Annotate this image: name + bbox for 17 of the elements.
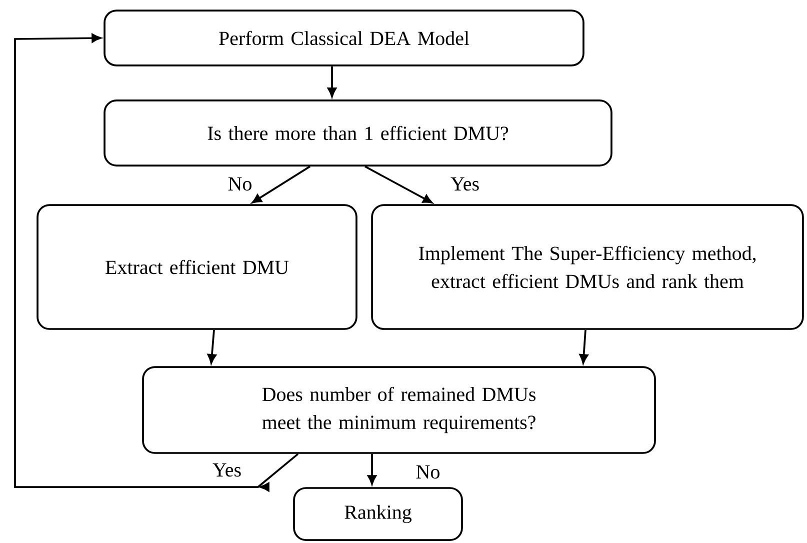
edge-label: Yes [211,462,243,478]
process-box: Extract efficient DMU [36,204,358,330]
arrow [579,330,588,364]
arrow [14,34,299,492]
arrow [364,166,433,204]
process-box: Perform Classical DEA Model [104,10,584,66]
arrow [252,166,310,204]
process-box: Implement The Super-Efficiency method, extract efficient DMUs and rank them [371,204,804,330]
process-box: Does number of remained DMUs meet the minimum requirements? [142,366,656,454]
arrow [207,330,216,364]
process-box: Is there more than 1 efficient DMU? [104,100,612,166]
edge-label: No [414,464,442,480]
arrow [328,66,336,98]
arrow [368,454,376,485]
edge-label: No [226,176,254,192]
edge-label: Yes [449,176,481,192]
process-box: Ranking [293,487,463,541]
